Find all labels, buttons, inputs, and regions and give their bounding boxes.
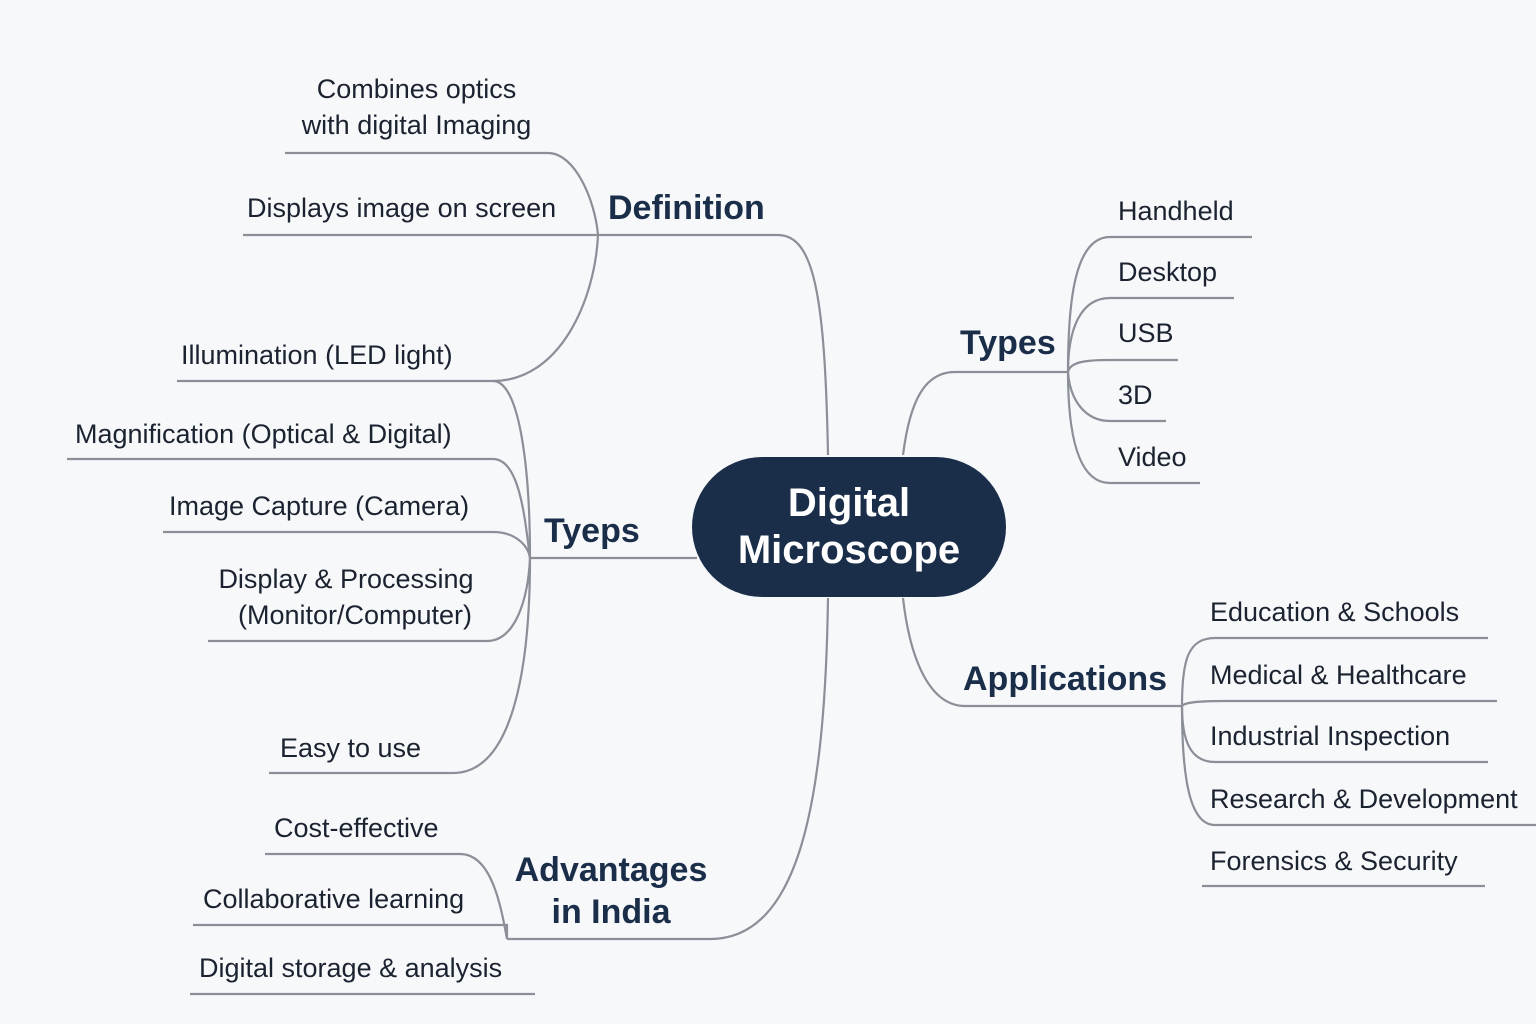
leaf-combines-line1: Combines optics [316,74,517,104]
leaf-displays[interactable]: Displays image on screen [247,193,557,223]
central-node[interactable]: Digital Microscope [692,457,1006,597]
leaf-desktop[interactable]: Desktop [1118,257,1218,287]
leaf-usb[interactable]: USB [1118,318,1174,348]
leaf-video[interactable]: Video [1118,442,1187,472]
underline-illumination [177,379,532,559]
branch-types[interactable]: Types [960,324,1056,362]
leaf-3d[interactable]: 3D [1118,380,1153,410]
leaf-image-capture[interactable]: Image Capture (Camera) [169,491,470,521]
leaf-display-line2: (Monitor/Computer) [237,600,473,630]
leaf-magnification[interactable]: Magnification (Optical & Digital) [75,419,452,449]
leaf-forensics[interactable]: Forensics & Security [1210,846,1458,876]
leaf-industrial[interactable]: Industrial Inspection [1210,721,1451,751]
link-types [901,370,1068,456]
link-illumination-definition [492,234,600,383]
branch-applications[interactable]: Applications [963,660,1168,698]
underline-image-capture [163,530,532,559]
link-applications [901,597,1182,708]
leaf-combines-line2: with digital Imaging [301,110,532,140]
underline-easy [269,557,532,775]
underline-display [208,557,532,643]
leaf-easy[interactable]: Easy to use [280,733,422,763]
underline-collab [193,923,509,939]
link-advantages [507,597,830,941]
central-node-line2: Microscope [737,528,961,572]
underline-magnification [67,457,532,559]
branch-advantages-line1: Advantages [514,851,708,889]
leaf-cost[interactable]: Cost-effective [274,813,439,843]
link-definition [777,233,830,456]
leaf-display-processing[interactable]: Display & Processing (Monitor/Computer) [196,561,496,633]
leaf-storage[interactable]: Digital storage & analysis [199,953,503,983]
underline-combines [285,151,600,236]
leaf-collab[interactable]: Collaborative learning [203,884,465,914]
leaf-education[interactable]: Education & Schools [1210,597,1460,627]
leaf-medical[interactable]: Medical & Healthcare [1210,660,1467,690]
leaf-display-line1: Display & Processing [218,564,474,594]
leaf-handheld[interactable]: Handheld [1118,196,1234,226]
branch-advantages[interactable]: Advantages in India [500,849,722,933]
leaf-combines[interactable]: Combines optics with digital Imaging [285,71,548,143]
central-node-line1: Digital [787,481,911,525]
leaf-illumination[interactable]: Illumination (LED light) [181,340,453,370]
branch-advantages-line2: in India [551,893,671,931]
branch-components[interactable]: Tyeps [544,512,640,550]
branch-definition[interactable]: Definition [608,189,765,227]
leaf-research[interactable]: Research & Development [1210,784,1518,814]
